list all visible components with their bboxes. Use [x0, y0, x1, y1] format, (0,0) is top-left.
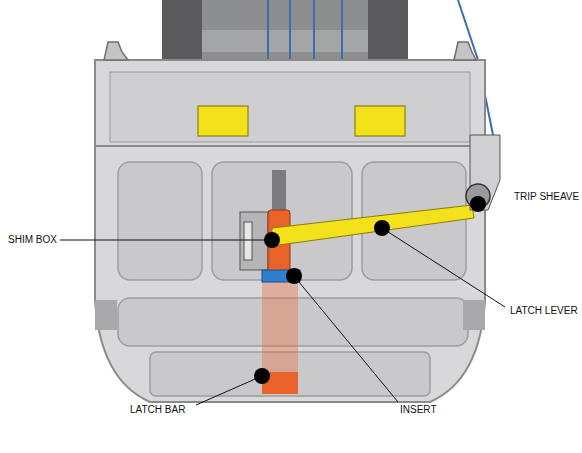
body-panels: [118, 162, 468, 396]
body-seam: [95, 145, 485, 147]
latch-body: [95, 60, 485, 402]
latch-lever: [272, 205, 474, 246]
side-strip: [95, 300, 117, 330]
callout-dots: [254, 196, 486, 384]
leader-lines: [60, 228, 505, 405]
yellow-block: [198, 106, 248, 136]
part-label: SHIM BOX: [8, 234, 57, 246]
side-strip: [463, 300, 485, 330]
shim-box-detail: [244, 222, 252, 260]
yellow-block: [355, 106, 405, 136]
lifting-lug: [454, 42, 476, 60]
part-label: LATCH BAR: [130, 404, 185, 416]
lifting-lug: [104, 42, 128, 60]
drum-highlight: [202, 30, 368, 52]
guide-post: [272, 170, 286, 214]
part-label: LATCH LEVER: [510, 305, 578, 317]
upper-band: [110, 72, 470, 142]
shim-box: [240, 212, 268, 270]
part-label: TRIP SHEAVE: [514, 191, 579, 203]
part-label: INSERT: [400, 404, 437, 416]
